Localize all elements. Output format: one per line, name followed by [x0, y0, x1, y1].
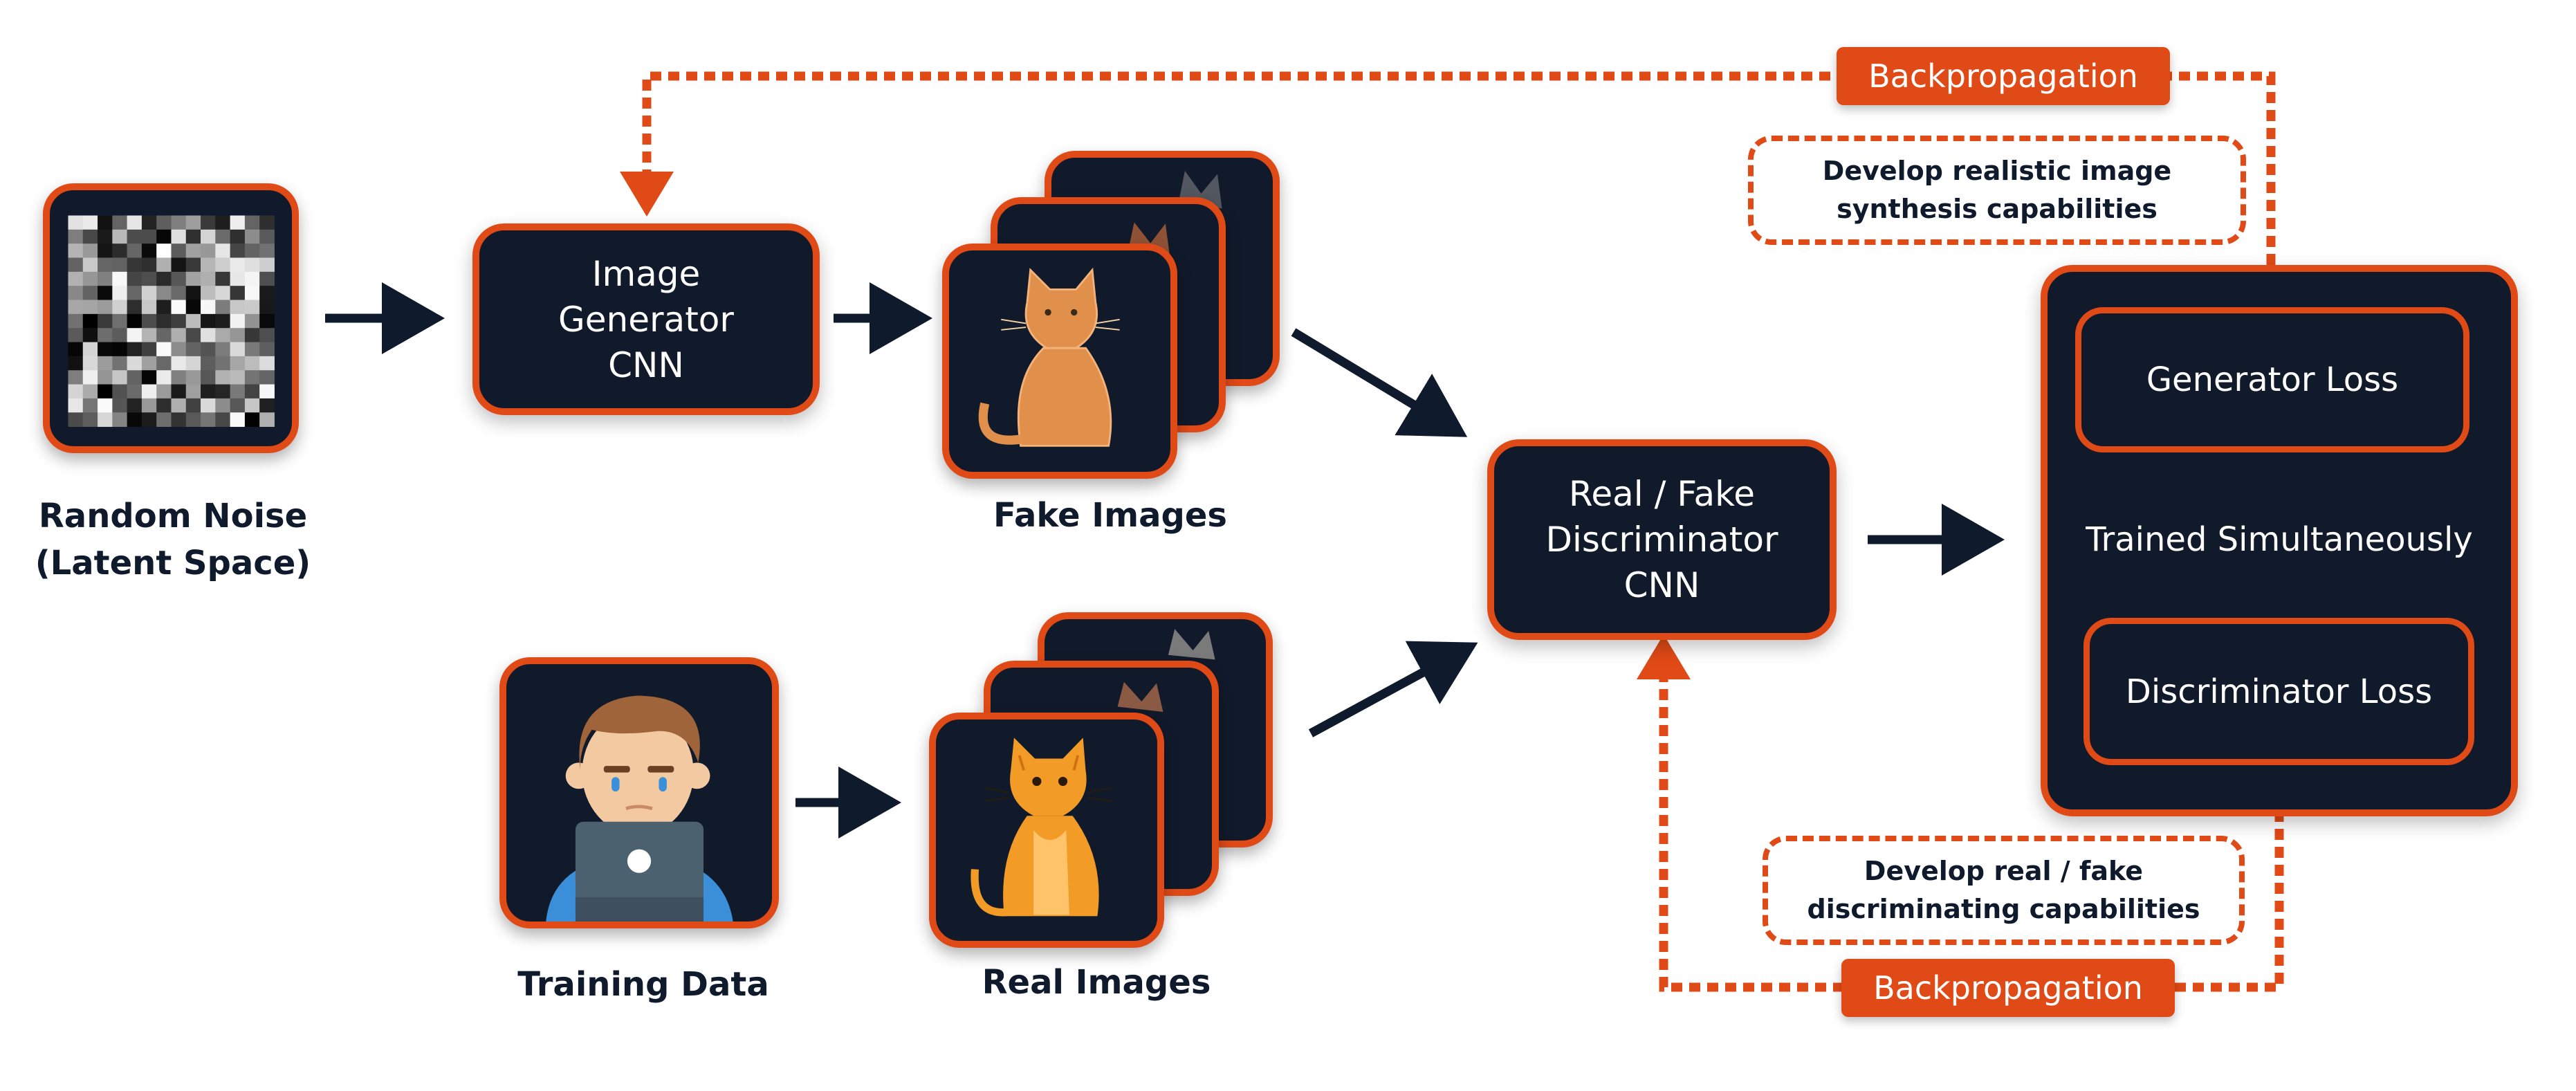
discriminator-line2: Discriminator [1545, 520, 1778, 560]
person-with-laptop-icon [546, 695, 733, 922]
fake-images-label: Fake Images [993, 496, 1227, 535]
top-capability-note: Develop realistic image synthesis capabi… [1748, 136, 2246, 245]
cat-sketch-icon [978, 267, 1120, 447]
trained-simultaneously-text: Trained Simultaneously [2086, 520, 2473, 559]
cat-icon [970, 737, 1112, 917]
random-noise-label: Random Noise (Latent Space) [0, 493, 346, 587]
random-noise-label-line2: (Latent Space) [35, 544, 311, 583]
top-note-line1: Develop realistic image [1822, 156, 2172, 186]
image-generator-node: Image Generator CNN [472, 223, 820, 415]
loss-panel [2041, 265, 2518, 816]
generator-line1: Image [591, 253, 701, 294]
generator-loss-box: Generator Loss [2075, 307, 2469, 452]
discriminator-loss-box: Discriminator Loss [2083, 618, 2474, 765]
real-images-label: Real Images [982, 963, 1211, 1002]
random-noise-label-line1: Random Noise [38, 497, 308, 535]
backprop-top-connector [620, 71, 2276, 301]
real-to-discriminator-arrow [1308, 641, 1478, 737]
bottom-capability-note: Develop real / fake discriminating capab… [1763, 836, 2245, 945]
discriminator-line3: CNN [1623, 565, 1700, 605]
generator-line2: Generator [558, 299, 734, 340]
generator-line3: CNN [608, 345, 684, 385]
discriminator-line1: Real / Fake [1568, 474, 1756, 514]
training-data-card [499, 657, 779, 928]
top-note-line2: synthesis capabilities [1837, 194, 2158, 224]
fake-image-card-front [942, 244, 1177, 479]
discriminator-node: Real / Fake Discriminator CNN [1487, 439, 1837, 640]
bottom-note-line1: Develop real / fake [1864, 856, 2144, 886]
backprop-bottom-connector [1637, 634, 2284, 992]
noise-pattern-icon [68, 215, 275, 428]
real-image-card-front [929, 713, 1164, 948]
cat-icon [1117, 681, 1163, 712]
bottom-note-line2: discriminating capabilities [1807, 894, 2200, 924]
training-data-label: Training Data [517, 965, 769, 1004]
random-noise-card [43, 183, 299, 453]
fake-to-discriminator-arrow [1291, 328, 1468, 437]
backpropagation-top-pill: Backpropagation [1837, 47, 2170, 105]
backpropagation-bottom-pill: Backpropagation [1841, 959, 2175, 1017]
cat-icon [1168, 629, 1215, 660]
